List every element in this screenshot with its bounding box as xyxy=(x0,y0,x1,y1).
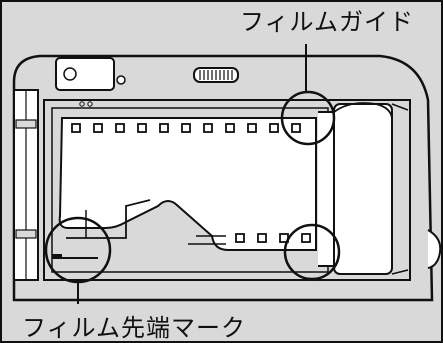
viewfinder-window xyxy=(55,57,115,91)
film-chamber xyxy=(43,99,411,281)
bottom-label-box xyxy=(14,304,290,343)
film-guide-label: フィルムガイド xyxy=(240,8,415,36)
film-roll xyxy=(333,103,393,275)
film-strip xyxy=(58,117,317,251)
top-label-box xyxy=(236,0,443,44)
film-guide-circle-top xyxy=(280,90,336,146)
film-leader-mark-label: フィルム先端マーク xyxy=(22,314,247,342)
film-guide-circle-bottom xyxy=(283,223,341,281)
viewfinder-eyepiece xyxy=(63,67,77,81)
slide-switch-ridges xyxy=(199,70,233,80)
indicator-screw xyxy=(116,75,126,85)
sprocket-holes-top xyxy=(71,123,301,133)
